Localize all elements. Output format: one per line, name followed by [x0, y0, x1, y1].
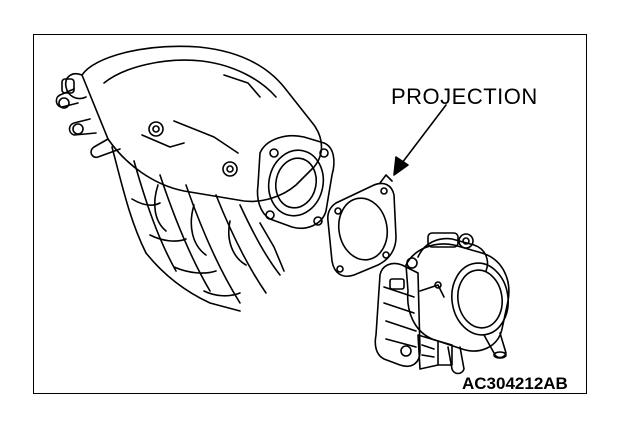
exploded-view-drawing [55, 45, 510, 375]
figure-id-label: AC304212AB [462, 374, 568, 393]
throttle-body-icon [374, 232, 510, 375]
callout-label-projection: PROJECTION [391, 84, 538, 109]
callout-leader-arrow [393, 104, 447, 176]
gasket-icon [327, 174, 397, 277]
intake-manifold-icon [55, 45, 335, 312]
diagram-frame: PROJECTION AC304212AB [33, 34, 587, 394]
